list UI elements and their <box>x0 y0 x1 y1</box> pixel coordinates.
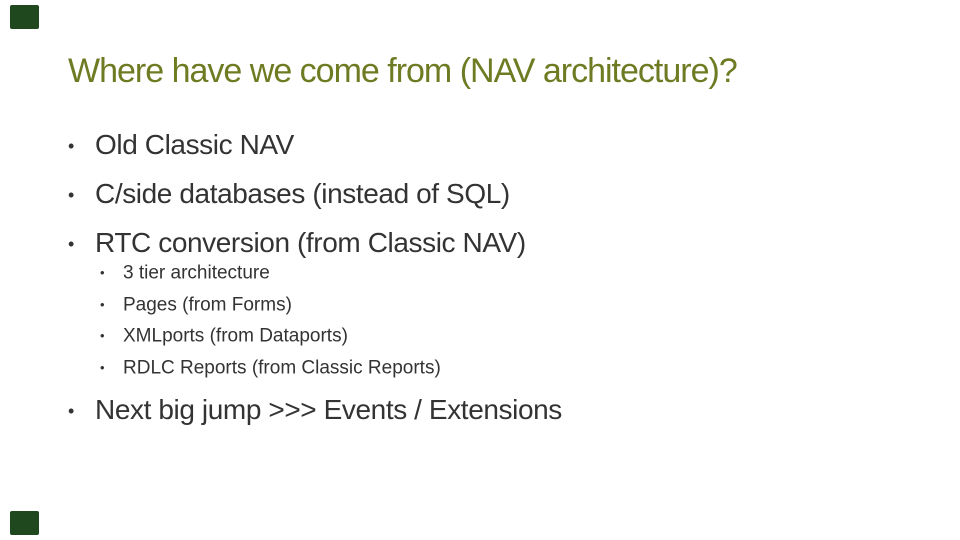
list-item: • XMLports (from Dataports) <box>100 320 441 352</box>
list-item: • Next big jump >>> Events / Extensions <box>68 386 562 435</box>
bullet-icon: • <box>100 328 105 344</box>
list-item: • 3 tier architecture <box>100 257 441 289</box>
bullet-icon: • <box>68 184 74 205</box>
closing-bullet-row: • Next big jump >>> Events / Extensions <box>68 386 562 435</box>
list-item: • Old Classic NAV <box>68 121 526 170</box>
bullet-list-level1: • Old Classic NAV • C/side databases (inst… <box>68 121 526 268</box>
list-item: • Pages (from Forms) <box>100 289 441 321</box>
list-item: • C/side databases (instead of SQL) <box>68 170 526 219</box>
bullet-text: 3 tier architecture <box>123 262 270 284</box>
bullet-text: Next big jump >>> Events / Extensions <box>95 394 562 425</box>
bullet-list-level2: • 3 tier architecture • Pages (from Forms)… <box>100 257 441 383</box>
slide-title: Where have we come from (NAV architectur… <box>68 52 738 90</box>
list-item: • RDLC Reports (from Classic Reports) <box>100 352 441 384</box>
bullet-icon: • <box>100 359 105 375</box>
bullet-text: RDLC Reports (from Classic Reports) <box>123 357 441 379</box>
corner-accent-top <box>10 5 39 29</box>
bullet-text: Old Classic NAV <box>95 129 294 160</box>
bullet-icon: • <box>100 296 105 312</box>
bullet-icon: • <box>68 400 74 421</box>
bullet-icon: • <box>68 135 74 156</box>
corner-accent-bottom <box>10 511 39 535</box>
bullet-text: Pages (from Forms) <box>123 294 292 316</box>
bullet-text: XMLports (from Dataports) <box>123 325 348 347</box>
list-item: • RTC conversion (from Classic NAV) <box>68 219 526 268</box>
bullet-text: RTC conversion (from Classic NAV) <box>95 226 526 258</box>
bullet-icon: • <box>100 265 105 280</box>
bullet-icon: • <box>68 233 74 254</box>
bullet-text: C/side databases (instead of SQL) <box>95 177 510 209</box>
